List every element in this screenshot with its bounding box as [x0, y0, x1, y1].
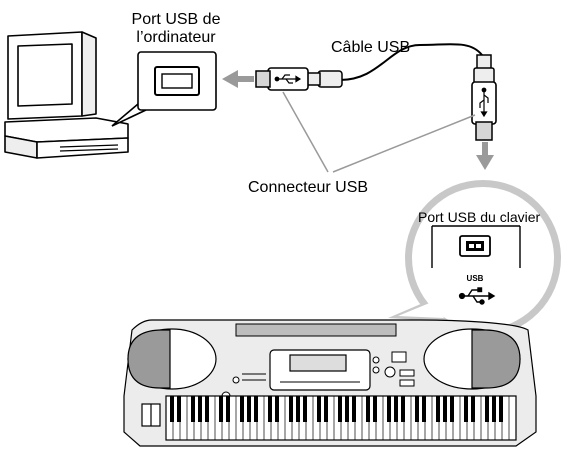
computer-port-callout — [111, 51, 217, 127]
keyboard-port-label: Port USB du clavier — [418, 209, 540, 225]
usb-symbol-icon — [274, 74, 302, 84]
connector-pointer-lines — [282, 91, 476, 173]
electronic-keyboard-icon — [123, 319, 537, 447]
keyboard-port-callout: USB — [388, 180, 561, 336]
keyboard-usb-text: USB — [467, 274, 484, 283]
cable-label: Câble USB — [331, 39, 410, 56]
arrow-to-computer-port — [222, 70, 254, 88]
usb-symbol-icon — [479, 87, 489, 118]
connector-label: Connecteur USB — [248, 179, 368, 196]
usb-cable-icon — [255, 43, 497, 141]
computer-icon — [4, 31, 129, 159]
computer-port-label-line2: l’ordinateur — [136, 29, 216, 46]
arrow-to-keyboard-port — [476, 142, 494, 170]
usb-symbol-icon — [458, 287, 496, 305]
computer-port-label-line1: Port USB de — [132, 11, 221, 28]
